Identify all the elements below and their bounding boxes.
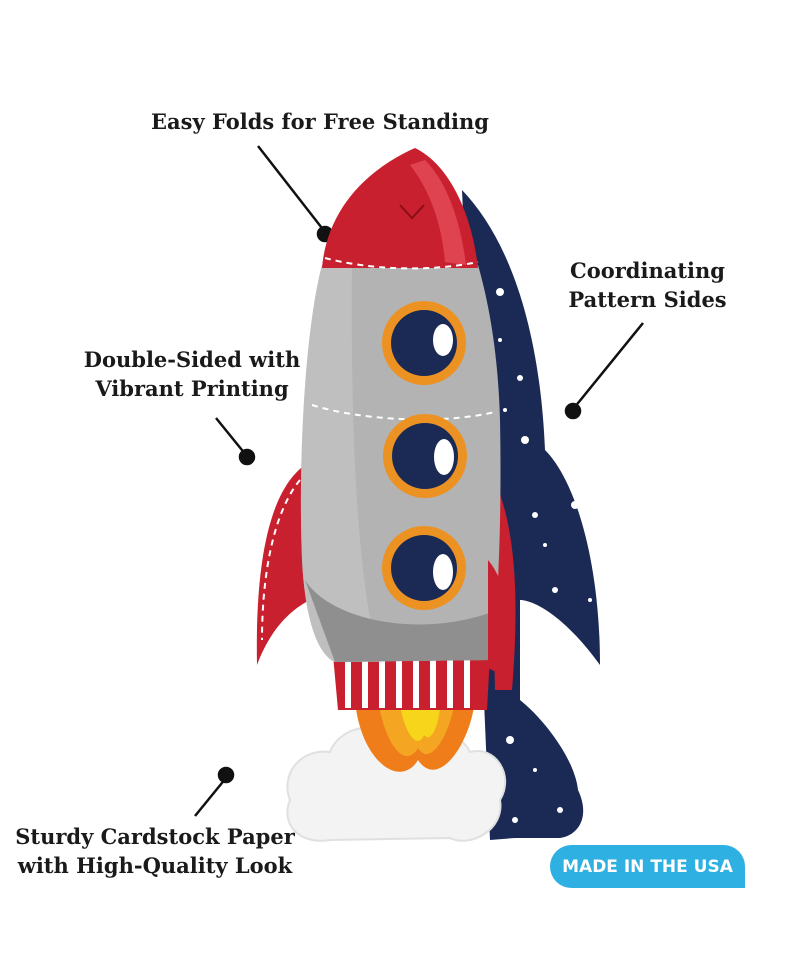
callout-sturdy-line1: Sturdy Cardstock Paper <box>15 824 295 849</box>
window-bottom <box>382 526 466 610</box>
callout-easy-folds-line1: Easy Folds for Free Standing <box>151 109 489 134</box>
callout-double-line1: Double-Sided with <box>83 347 301 372</box>
left-fin <box>256 465 310 665</box>
rocket-flame <box>355 700 475 772</box>
callout-coordinating-pattern: Coordinating Pattern Sides <box>555 256 740 314</box>
callout-double-sided: Double-Sided with Vibrant Printing <box>72 345 312 403</box>
made-in-usa-text: MADE IN THE USA <box>562 856 733 877</box>
pointer-dot-double <box>238 448 256 466</box>
striped-skirt <box>333 655 490 710</box>
callout-pattern-line2: Pattern Sides <box>568 287 727 312</box>
pointer-dot-pattern <box>564 402 582 420</box>
pointer-lines <box>194 145 644 817</box>
window-middle <box>383 414 467 498</box>
callout-pattern-line1: Coordinating <box>570 258 725 283</box>
callout-sturdy-cardstock: Sturdy Cardstock Paper with High-Quality… <box>0 822 310 880</box>
callout-easy-folds: Easy Folds for Free Standing <box>150 107 490 136</box>
callout-sturdy-line2: with High-Quality Look <box>17 853 293 878</box>
pointer-dot-sturdy <box>217 766 235 784</box>
callout-double-line2: Vibrant Printing <box>95 376 289 401</box>
made-in-usa-badge: MADE IN THE USA <box>550 845 745 888</box>
window-top <box>382 301 466 385</box>
